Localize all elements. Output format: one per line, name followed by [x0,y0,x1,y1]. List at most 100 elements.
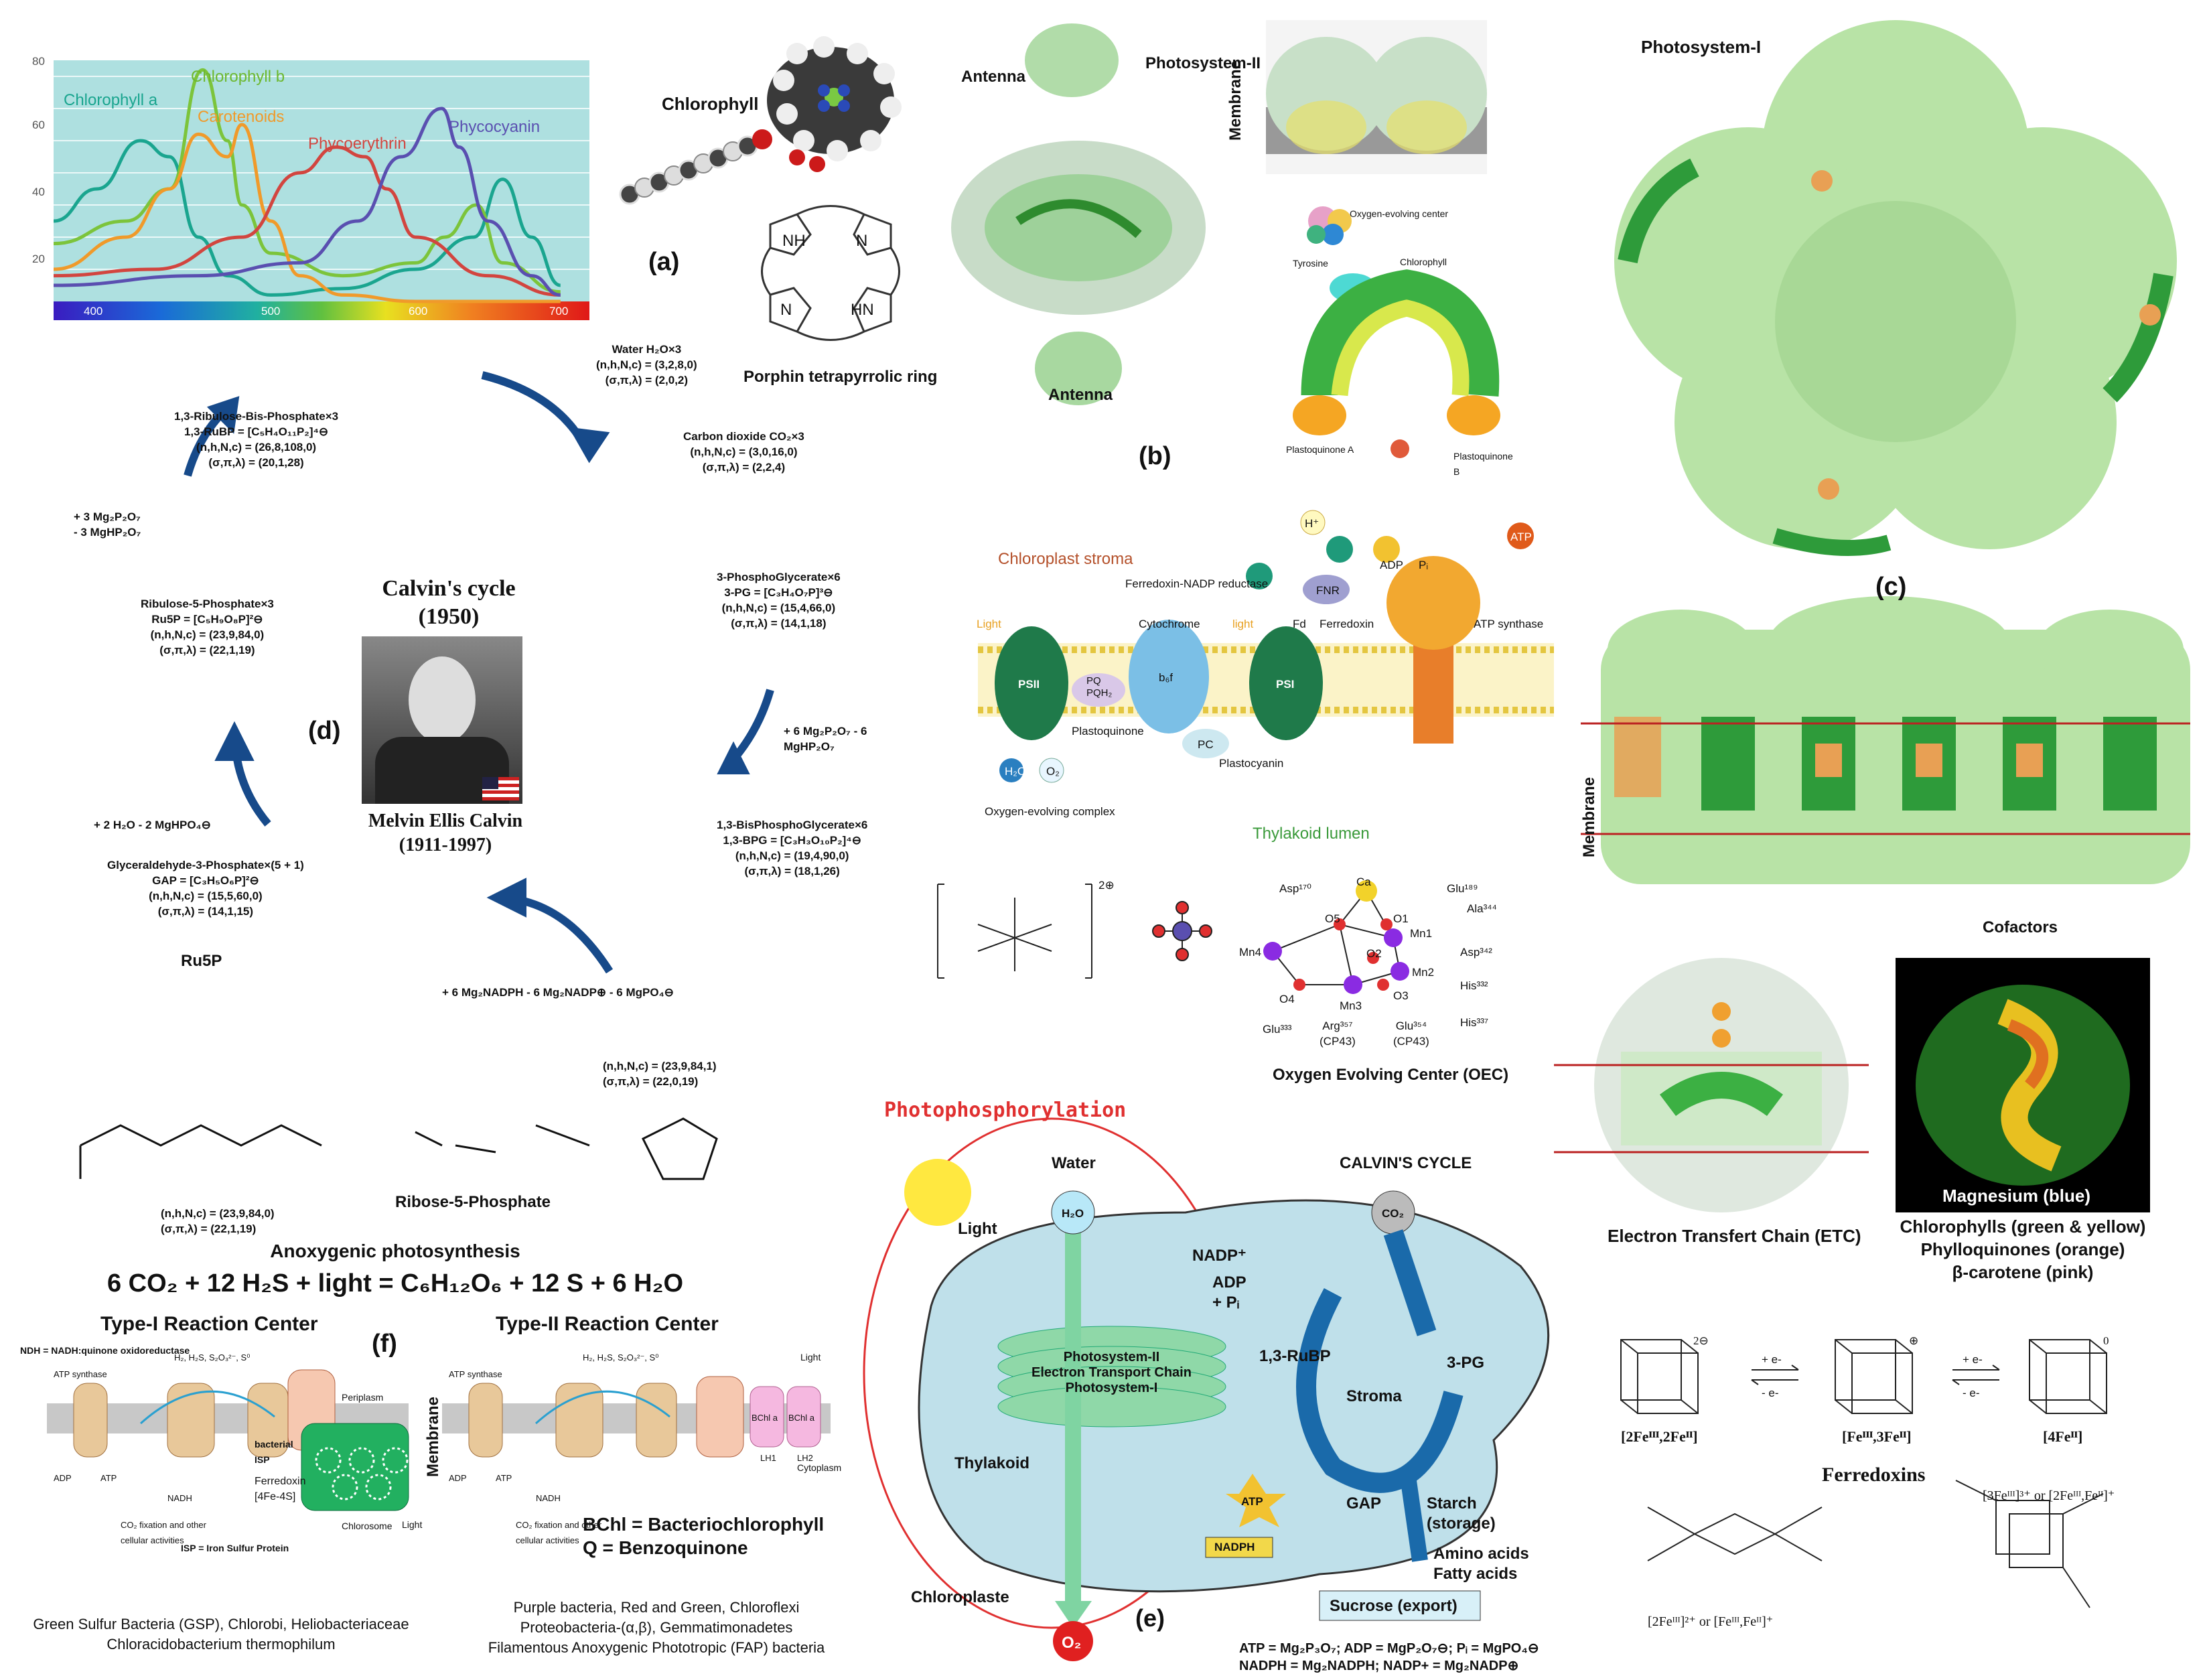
oec-panel: 2⊕ Asp¹⁷⁰ Ca Glu¹⁸⁹ Ala³⁴⁴ O5 O1 Mn1 Mn4… [924,871,1527,1099]
oec-glu333: Glu³³³ [1263,1023,1292,1036]
cluster-3 [2029,1339,2107,1414]
oec-title: Oxygen Evolving Center (OEC) [1273,1066,1509,1084]
fnr-label: FNR [1316,584,1340,597]
porphyrin-head [767,36,902,172]
legend-phylloquinones: Phylloquinones (orange) [1920,1239,2125,1259]
panel-f: Type-I Reaction Center Type-II Reaction … [7,1310,864,1671]
nadh-f1: NADH [167,1493,192,1503]
bchl-definition: BChl = Bacteriochlorophyll [583,1514,825,1535]
plus-e-1: + e- [1762,1353,1782,1366]
nh-label-1: NH [782,232,806,250]
chlorosome [301,1423,409,1511]
person-years: (1911-1997) [399,835,492,855]
amino-label-e: Amino acids Fatty acids [1433,1545,1529,1583]
oec-complex-label: Oxygen-evolving complex [985,805,1115,818]
adp-label-e: ADP + Pᵢ [1212,1273,1247,1312]
o2-label: O₂ [1046,765,1060,778]
o2-label-e: O₂ [1062,1634,1082,1652]
oec-svg [937,880,1409,994]
porphin-ring-structure [761,205,900,341]
ribose-structures: (n,h,N,c) = (23,9,84,0) (σ,π,λ) = (22,1,… [40,1052,844,1239]
antenna-top-label: Antenna [961,68,1025,86]
spectrum-svg [53,60,589,320]
charge-1: 2⊖ [1693,1334,1709,1347]
pc-label: PC [1198,738,1214,751]
photophosphorylation-svg [863,1117,1549,1661]
light-label-e: Light [958,1220,997,1238]
plastoquinone-label: Plastoquinone [1072,725,1144,738]
rubp-info: 1,3-Ribulose-Bis-Phosphate×3 1,3-RuBP = … [174,410,339,469]
thylakoid-membrane-diagram: Chloroplast stroma Thylakoid lumen Ferre… [938,509,1567,857]
fe2s2-bottom [1647,1507,1823,1561]
label-chlorophyll-b: Chlorophyll b [191,68,285,86]
panel-d: Water H₂O×3 (n,h,N,c) = (3,2,8,0) (σ,π,λ… [13,315,871,1052]
bottom-label-1: [2Feᴵᴵᴵ]²⁺ or [Feᴵᴵᴵ,Feᴵᴵ]⁺ [1648,1614,1774,1629]
atp-label-e: ATP [1241,1495,1263,1508]
bacterial-isp-label: bacterial ISP [255,1439,293,1465]
ps2-structure-svg [951,20,1500,458]
plus-e-2: + e- [1963,1353,1983,1366]
pq-a-label: Plastoquinone A [1286,444,1354,455]
h2o-label-e: H₂O [1062,1207,1084,1220]
isp-definition: ISP = Iron Sulfur Protein [181,1543,289,1553]
ferredoxin-label: Ferredoxin [1320,618,1374,630]
r5p-label: Ribose-5-Phosphate [395,1193,551,1211]
charge-2: ⊕ [1909,1334,1919,1347]
thylakoid-svg [978,510,1554,783]
ps2-core-inner [985,174,1172,281]
x-tick-400: 400 [84,305,103,318]
gap-label-e: GAP [1346,1494,1382,1513]
us-flag-icon [482,777,519,800]
x-tick-600: 600 [409,305,428,318]
series-line-phycoerythrin [53,145,561,297]
sucrose-box [1319,1590,1481,1621]
minus-e-1: - e- [1762,1387,1779,1399]
porphin-ring-label: Porphin tetrapyrrolic ring [743,368,938,386]
panel-e-label: (e) [1135,1604,1165,1632]
ball-stick-model [1152,901,1212,961]
octahedral-complex [937,884,1092,979]
ribose-svg [79,1117,718,1180]
antenna-top-blob [1025,23,1119,97]
panel-d-label: (d) [308,717,341,745]
oec-glu189: Glu¹⁸⁹ [1447,882,1478,895]
panel-a-label: (a) [648,248,680,276]
fnr-full-label: Ferredoxin-NADP reductase [1125,577,1269,590]
atp-synthase-f1: ATP synthase [54,1369,107,1379]
n-label-2: N [780,301,792,319]
sun-icon [904,1159,971,1226]
ps1-side-view [1581,596,2190,884]
legend-chlorophylls: Chlorophylls (green & yellow) [1900,1216,2146,1237]
psii-label: PSII [1018,678,1040,691]
spectrum-series [53,68,561,303]
light1-label: Light [977,618,1001,630]
step-mg: + 3 Mg₂P₂O₇ - 3 MgHP₂O₇ [74,510,141,539]
ferredoxin-label-f: Ferredoxin [4Fe-4S] [255,1476,306,1502]
calvin-label-e: CALVIN'S CYCLE [1340,1154,1472,1172]
label-chlorophyll-a: Chlorophyll a [64,91,158,109]
cluster-label-2: [Feᴵᴵᴵ,3Feᴵᴵ] [1842,1428,1912,1445]
cytochrome-label: Cytochrome [1139,618,1200,630]
cofactors-label: Cofactors [1983,918,2058,936]
charge-3: 0 [2103,1334,2109,1347]
oec-o5: O5 [1325,912,1340,925]
oec-mn4: Mn4 [1239,946,1262,959]
fe3s4-bottom [1955,1480,2104,1608]
ps2-label: Photosystem-II [1145,54,1261,72]
label-carotenoids: Carotenoids [198,108,285,126]
etc-view [1554,958,1869,1212]
cluster-2 [1835,1339,1913,1414]
calvin-title: Calvin's cycle [382,576,516,601]
oec-o2: O2 [1366,947,1382,960]
atp-star [1226,1474,1286,1527]
type2-title: Type-II Reaction Center [496,1313,719,1335]
b6f-label: b₆f [1159,671,1173,684]
psi-label: PSI [1276,678,1295,691]
cluster-label-3: [4Feᴵᴵ] [2043,1428,2083,1445]
cytoplasm-label: Cytoplasm [797,1462,842,1473]
x-tick-700: 700 [549,305,569,318]
atp-synthase-f2: ATP synthase [449,1369,502,1379]
panel-e: Photophosphorylation Water H₂O Light Thy… [851,1092,1601,1675]
light2-label: light [1232,618,1254,630]
adp-f1: ADP [54,1473,72,1483]
